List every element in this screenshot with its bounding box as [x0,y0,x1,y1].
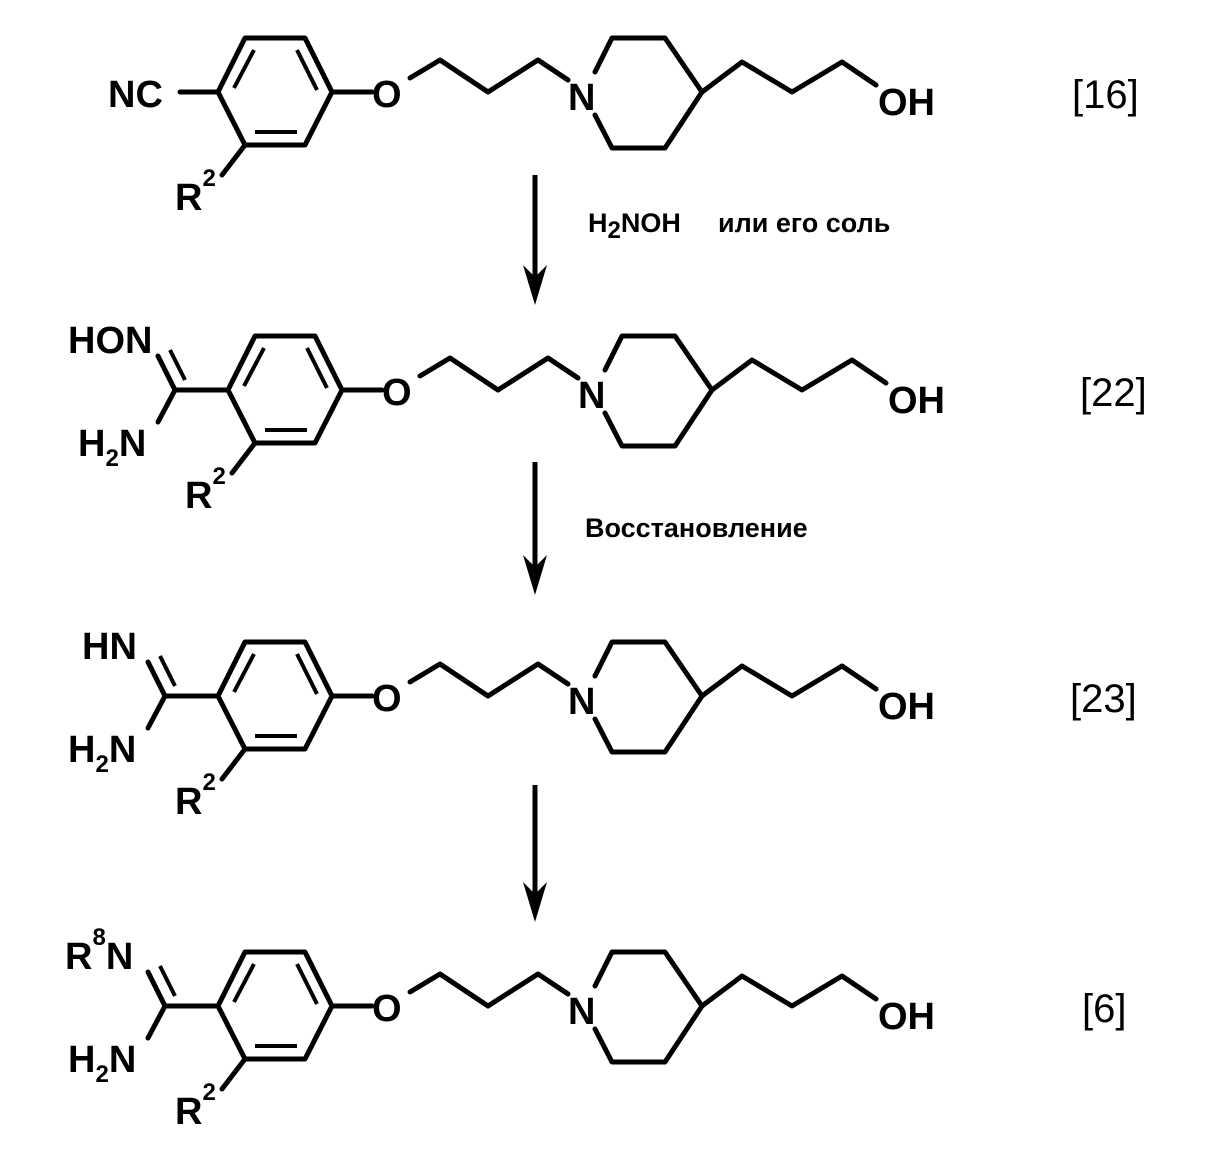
propyl-linker [410,664,568,696]
imine-double-bond [158,356,175,390]
compound-22: R2ONOHHONH2N[22] [68,320,1147,517]
amine-label: H2N [68,1039,136,1088]
imine-double-bond [148,662,165,696]
hydroxyl-group: OH [878,82,935,124]
piperidine-nitrogen: N [578,375,605,417]
piperidine-nitrogen: N [568,681,595,723]
amine-label-part: N [109,1039,136,1081]
ether-oxygen: O [372,988,402,1030]
compound-number: [16] [1072,73,1139,117]
reagent-hydroxylamine-part: NOH [621,208,681,238]
amine-label: H2N [78,423,146,472]
propyl-linker [410,974,568,1006]
substituent-bond [222,1059,245,1089]
reaction-arrow-3 [523,785,547,922]
ether-oxygen: O [372,74,402,116]
imine-double-bond [170,350,185,380]
substituent-bond [232,443,255,473]
substituent-label-part: 2 [202,165,215,192]
piperidine-ring [595,642,702,752]
substituent-label: R2 [185,463,226,517]
compound-23: R2ONOHHNH2N[23] [68,626,1137,823]
substituent-label: R2 [175,769,216,823]
hydroxypropyl-chain [702,976,876,1006]
imine-nitrogen-label-part: N [106,936,133,978]
hydroxyl-group: OH [878,686,935,728]
amine-label-part: H [68,729,95,771]
imine-double-bond [148,972,165,1006]
hydroxypropyl-chain [712,360,886,390]
amine-bond [158,390,175,422]
amine-label-part: 2 [95,1061,108,1088]
piperidine-nitrogen: N [568,991,595,1033]
imine-nitrogen-label-part: 8 [92,924,105,951]
benzene-ring [218,38,332,145]
substituent-label-part: R [175,177,202,219]
substituent-label-part: R [175,781,202,823]
compound-6: R2ONOHR8NH2N[6] [65,924,1126,1133]
compound-number: [22] [1080,371,1147,415]
amine-label-part: N [119,423,146,465]
compound-number: [6] [1082,987,1126,1031]
substituent-label: R2 [175,165,216,219]
substituent-label-part: 2 [212,463,225,490]
hydroxypropyl-chain [702,62,876,92]
propyl-linker [420,358,578,390]
imine-nitrogen-label: R8N [65,924,133,978]
imine-double-bond [160,966,175,996]
propyl-linker [410,60,568,92]
substituent-label-part: R [175,1091,202,1133]
reagent-hydroxylamine: H2NOH [588,208,681,244]
compound-16: R2 O N OH NC [16] [108,38,1139,219]
ether-oxygen: O [372,678,402,720]
substituent-bond [222,749,245,779]
substituent-label-part: R [185,475,212,517]
piperidine-nitrogen: N [568,77,595,119]
substituent-label: R2 [175,1079,216,1133]
imine-nitrogen-label: HN [82,626,137,668]
reagent-reduction: Восстановление [585,513,808,543]
piperidine-ring [605,336,712,446]
imine-double-bond [160,656,175,686]
reagent-hydroxylamine-part: H [588,208,608,238]
reagent-salt-text: или его соль [718,208,890,238]
amine-label: H2N [68,729,136,778]
imine-nitrogen-label: HON [68,320,152,362]
hydroxyl-group: OH [878,996,935,1038]
nitrile-group: NC [108,74,163,116]
amine-label-part: H [78,423,105,465]
substituent-label-part: 2 [202,1079,215,1106]
piperidine-ring [595,38,702,148]
compound-number: [23] [1070,677,1137,721]
amine-label-part: 2 [105,445,118,472]
ether-oxygen: O [382,372,412,414]
benzene-ring [228,336,342,443]
benzene-ring [218,952,332,1059]
hydroxypropyl-chain [702,666,876,696]
imine-nitrogen-label-part: R [65,936,92,978]
amine-label-part: 2 [95,751,108,778]
benzene-ring [218,642,332,749]
amine-bond [148,696,165,728]
amine-bond [148,1006,165,1038]
reaction-arrow-1 [523,175,547,305]
substituent-bond [222,145,245,175]
reaction-arrow-2 [523,462,547,595]
reagent-hydroxylamine-part: 2 [608,217,621,244]
hydroxyl-group: OH [888,380,945,422]
amine-label-part: N [109,729,136,771]
amine-label-part: H [68,1039,95,1081]
piperidine-ring [595,952,702,1062]
substituent-label-part: 2 [202,769,215,796]
